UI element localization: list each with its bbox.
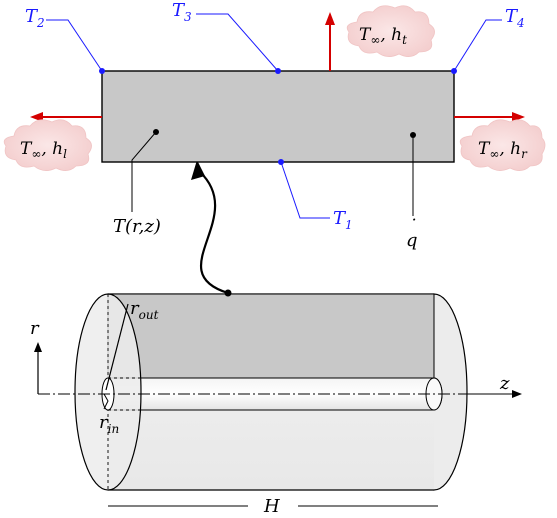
svg-text:T∞, hr: T∞, hr: [478, 139, 528, 161]
field-temperature-label: T(r,z): [113, 216, 161, 237]
domain-rectangle: [101, 70, 455, 163]
temperature-markers: T2 T3 T4 T1: [25, 0, 525, 232]
t3-label: T3: [172, 0, 192, 24]
curved-link-arrow: [199, 171, 229, 295]
right-convection-cloud: T∞, hr: [459, 119, 546, 171]
heat-gen-dot: ˙: [408, 216, 417, 237]
svg-text:T∞, ht: T∞, ht: [359, 25, 407, 47]
r-out-label: rout: [130, 298, 159, 322]
cylinder: [34, 293, 522, 507]
r-in-radius-line: [103, 393, 109, 410]
top-heat-arrow-head-icon: [325, 12, 335, 25]
cross-section: [107, 293, 435, 379]
r-arrow-head-icon: [34, 342, 42, 352]
z-axis-label: z: [499, 373, 510, 394]
left-convection-cloud: T∞, hl: [3, 119, 92, 171]
field-leader: [131, 131, 157, 212]
r-in-label: rin: [99, 412, 119, 436]
left-heat-arrow-head-icon: [30, 112, 43, 122]
t1-leader: [280, 161, 330, 219]
r-axis-label: r: [30, 318, 40, 339]
heat-gen-label: q: [406, 230, 418, 251]
svg-text:T∞, hl: T∞, hl: [20, 139, 67, 161]
t3-leader: [196, 13, 279, 72]
t4-leader: [453, 19, 502, 72]
z-arrow-head-icon: [512, 390, 522, 398]
right-heat-arrow-head-icon: [512, 112, 525, 122]
r-out-radius-line: [105, 303, 129, 391]
t1-label: T1: [333, 208, 353, 232]
length-label: H: [263, 496, 280, 517]
t2-label: T2: [25, 6, 45, 30]
curved-link-origin-dot: [224, 289, 232, 297]
t4-label: T4: [505, 6, 525, 30]
top-convection-cloud: T∞, ht: [346, 5, 435, 57]
t2-leader: [46, 19, 103, 72]
curved-link-arrow-head-icon: [191, 160, 205, 180]
